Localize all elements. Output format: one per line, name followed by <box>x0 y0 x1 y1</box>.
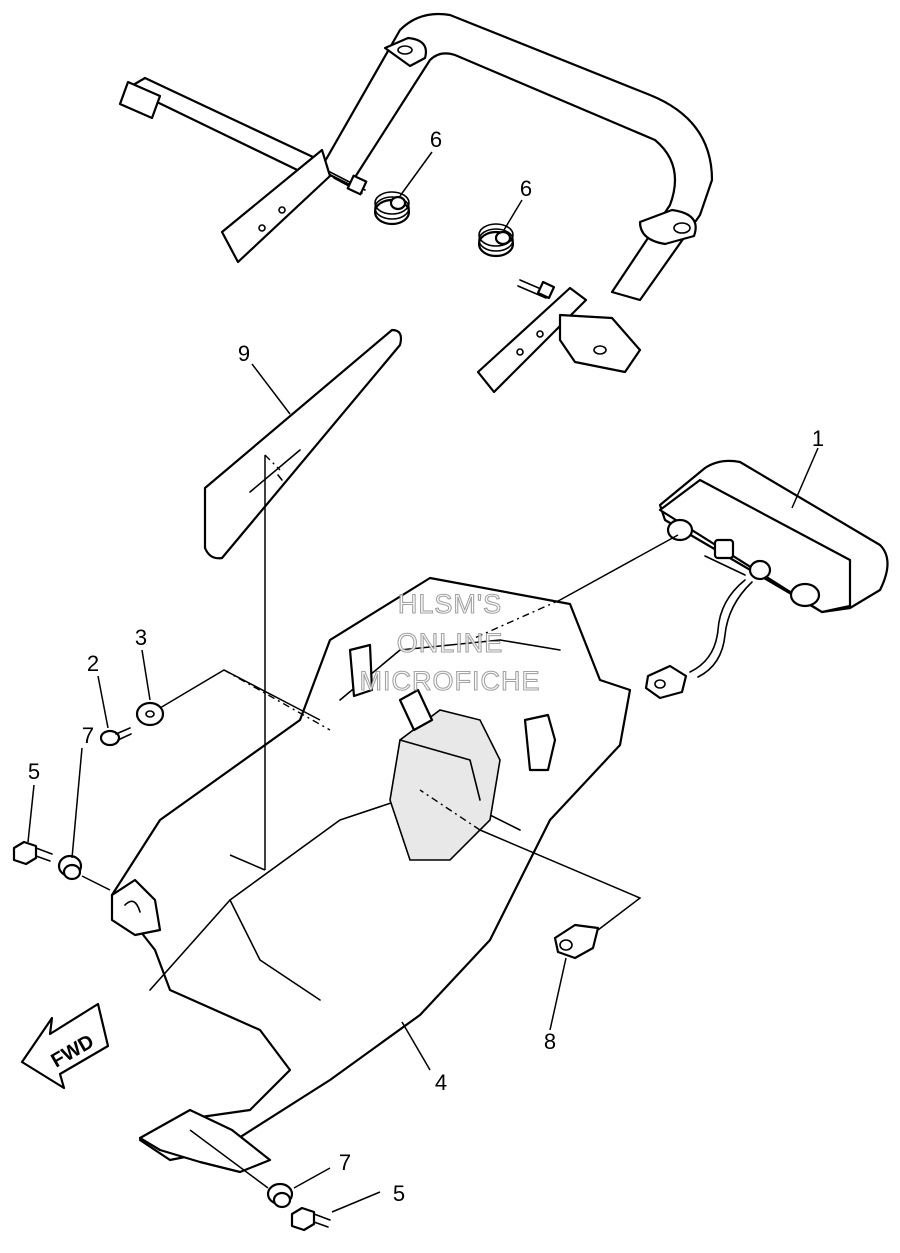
grab-bar[interactable] <box>118 12 714 394</box>
callout-6-right[interactable]: 6 <box>520 176 532 201</box>
callout-1[interactable]: 1 <box>812 426 824 451</box>
callout-7-upper[interactable]: 7 <box>82 723 94 748</box>
watermark-line-3: MICROFICHE <box>360 666 541 696</box>
wire-clamp-8[interactable] <box>553 923 600 960</box>
watermark: HLSM'S ONLINE MICROFICHE <box>359 588 541 696</box>
rear-fender[interactable] <box>110 576 632 1174</box>
callout-3[interactable]: 3 <box>135 625 147 650</box>
callout-5-upper[interactable]: 5 <box>28 759 40 784</box>
bolt-5-upper[interactable] <box>12 840 53 866</box>
callout-9[interactable]: 9 <box>238 341 250 366</box>
bolt-5-lower[interactable] <box>290 1206 331 1232</box>
callout-5-lower[interactable]: 5 <box>393 1181 405 1206</box>
callout-8[interactable]: 8 <box>544 1029 556 1054</box>
watermark-line-2: ONLINE <box>397 628 504 658</box>
collar-7-upper[interactable] <box>57 854 83 881</box>
grommet-right[interactable] <box>477 223 515 258</box>
callout-numbers: 1 2 3 4 5 5 6 6 7 7 8 9 <box>28 127 824 1206</box>
washer-3[interactable] <box>135 701 165 727</box>
callout-6-left[interactable]: 6 <box>430 127 442 152</box>
forward-direction-arrow: FWD <box>20 1002 110 1090</box>
grommet-left[interactable] <box>373 191 411 226</box>
protector-plate[interactable] <box>203 328 403 560</box>
screw-2[interactable] <box>99 727 132 747</box>
callout-7-lower[interactable]: 7 <box>339 1150 351 1175</box>
collar-7-lower[interactable] <box>266 1182 294 1209</box>
tail-light[interactable] <box>644 459 889 700</box>
watermark-line-1: HLSM'S <box>398 589 502 619</box>
leader-lines <box>27 151 819 1213</box>
callout-2[interactable]: 2 <box>87 651 99 676</box>
callout-4[interactable]: 4 <box>435 1070 447 1095</box>
